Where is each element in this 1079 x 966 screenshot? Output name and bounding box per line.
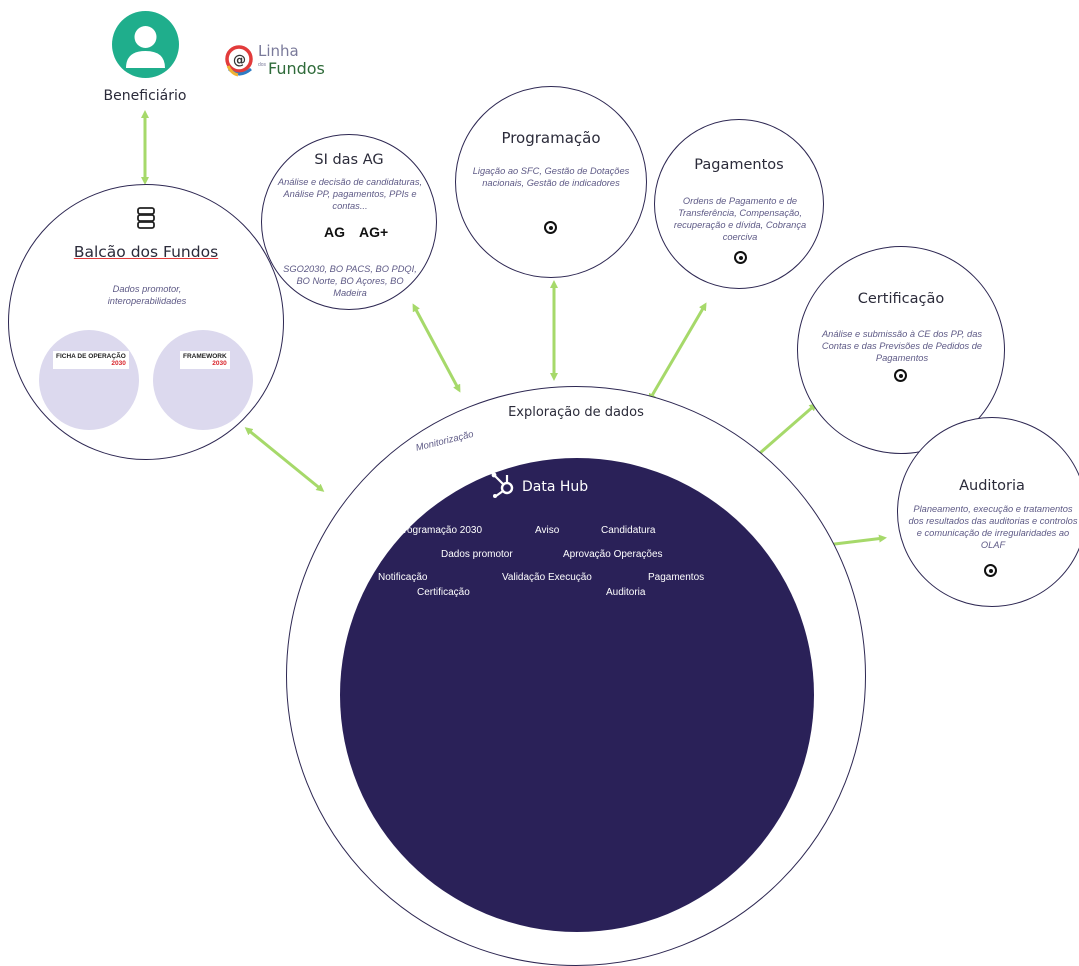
hub-item-notificacao: Notificação: [378, 572, 428, 583]
arrow-pagamentos-hub: [648, 302, 707, 402]
pagamentos-title: Pagamentos: [694, 157, 784, 173]
exploracao-title: Exploração de dados: [508, 405, 644, 420]
target-icon: [894, 369, 907, 382]
si-ag-circle: SI das AG Análise e decisão de candidatu…: [261, 134, 437, 310]
si-ag-systems: SGO2030, BO PACS, BO PDQI, BO Norte, BO …: [283, 264, 417, 298]
at-sign-icon: @: [225, 45, 253, 77]
hub-item-validacao-execucao: Validação Execução: [502, 572, 592, 583]
si-ag-desc: Análise e decisão de candidaturas, Análi…: [277, 177, 423, 211]
beneficiary-label: Beneficiário: [103, 88, 187, 104]
programacao-desc: Ligação ao SFC, Gestão de Dotações nacio…: [472, 166, 630, 188]
datahub-title: Data Hub: [522, 479, 589, 495]
logo-fundos: Fundos: [268, 59, 325, 78]
arrow-siag-hub: [412, 303, 461, 393]
linha-fundos-logo: @ Linha dos Fundos: [224, 42, 344, 82]
arrow-certificacao-hub: [749, 403, 818, 462]
programacao-title: Programação: [501, 129, 601, 147]
hub-item-candidatura: Candidatura: [601, 525, 656, 536]
ficha-operacao-logo: FICHA DE OPERAÇÃO 2030: [53, 351, 129, 369]
ag-plus-logo: AG+: [359, 224, 389, 240]
arrow-balcao-hub: [244, 427, 325, 492]
balcao-circle: Balcão dos Fundos Dados promotor, intero…: [8, 184, 284, 460]
pagamentos-desc: Ordens de Pagamento e de Transferência, …: [673, 196, 807, 242]
hub-item-pagamentos: Pagamentos: [648, 572, 705, 583]
hub-item-aviso: Aviso: [535, 525, 560, 536]
target-icon: [984, 564, 997, 577]
balcao-desc: Dados promotor, interoperabilidades: [107, 284, 187, 306]
user-icon: [112, 11, 179, 78]
target-icon: [734, 251, 747, 264]
hub-icon: [491, 472, 514, 498]
logo-linha: Linha: [258, 42, 299, 60]
auditoria-circle: Auditoria Planeamento, execução e tratam…: [897, 417, 1079, 607]
certificacao-desc: Análise e submissão à CE dos PP, das Con…: [821, 329, 983, 363]
balcao-title: Balcão dos Fundos: [73, 243, 219, 261]
hub-item-aprovacao-operacoes: Aprovação Operações: [563, 549, 663, 560]
svg-text:@: @: [233, 53, 246, 68]
framework-circle: [153, 330, 253, 430]
hub-item-dados-promotor: Dados promotor: [441, 549, 513, 560]
hub-item-certificacao: Certificação: [417, 587, 470, 598]
auditoria-title: Auditoria: [959, 478, 1025, 494]
hub-item-auditoria: Auditoria: [606, 587, 646, 598]
auditoria-desc: Planeamento, execução e tratamentos dos …: [908, 504, 1078, 550]
target-icon: [544, 221, 557, 234]
certificacao-title: Certificação: [857, 291, 945, 307]
connection-arrows: [141, 110, 887, 551]
si-ag-title: SI das AG: [314, 152, 384, 168]
database-icon: [137, 207, 155, 229]
ficha-operacao-circle: [39, 330, 139, 430]
ag-logo: AG: [324, 224, 345, 240]
logo-dos: dos: [258, 62, 267, 68]
hub-item-programacao-2030: Programação 2030: [397, 525, 483, 536]
programacao-circle: Programação Ligação ao SFC, Gestão de Do…: [455, 86, 647, 278]
framework-logo: FRAMEWORK 2030: [180, 351, 230, 369]
pagamentos-circle: Pagamentos Ordens de Pagamento e de Tran…: [654, 119, 824, 289]
